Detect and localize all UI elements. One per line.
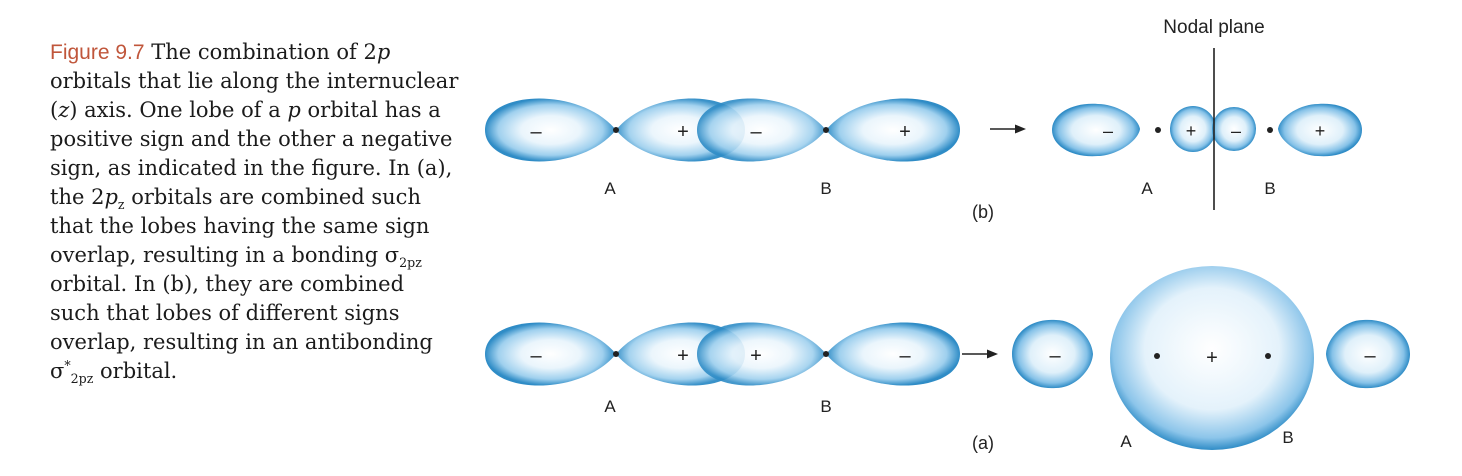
a-left-sign-3: + (750, 345, 762, 367)
a-panel-label: (a) (972, 433, 994, 453)
a-right-sign-3: – (1364, 345, 1376, 367)
a-right-atom-b-label: B (1282, 428, 1293, 447)
b-right-sign-1: – (1103, 121, 1113, 141)
a-left-nucleus-a (613, 351, 619, 357)
b-left-lobe-3 (697, 98, 826, 162)
b-left-sign-3: – (750, 121, 762, 143)
a-right-nucleus-a (1154, 353, 1160, 359)
b-left-lobe-1 (485, 98, 616, 162)
b-left-atom-a-label: A (604, 179, 616, 198)
figure-label: Figure 9.7 (50, 41, 145, 64)
a-right-nucleus-b (1265, 353, 1271, 359)
b-left-nucleus-a (613, 127, 619, 133)
a-right-sign-1: – (1049, 345, 1061, 367)
b-right-nucleus-b (1267, 127, 1273, 133)
a-left-sign-1: – (530, 345, 542, 367)
b-left-orbital-b (697, 98, 960, 162)
b-left-sign-1: – (530, 121, 542, 143)
b-left-lobe-4 (826, 98, 960, 162)
b-right-sign-4: + (1315, 121, 1326, 141)
caption-text: The combination of 2p orbitals that lie … (50, 40, 459, 387)
a-left-atom-b-label: B (820, 397, 831, 416)
b-right-sign-3: – (1231, 121, 1241, 141)
a-left-sign-2: + (677, 345, 689, 367)
a-left-lobe-4 (826, 322, 960, 386)
b-left-sign-2: + (677, 121, 689, 143)
a-right-central-lobe (1110, 266, 1314, 450)
a-left-nucleus-b (823, 351, 829, 357)
b-right-lobe-2 (1170, 106, 1216, 152)
a-right-atom-a-label: A (1120, 432, 1132, 451)
b-right-atom-b-label: B (1264, 179, 1275, 198)
b-right-nucleus-a (1155, 127, 1161, 133)
b-right-lobe-4 (1278, 103, 1362, 157)
a-left-atom-a-label: A (604, 397, 616, 416)
b-left-sign-4: + (899, 121, 911, 143)
a-left-sign-4: – (899, 345, 911, 367)
a-left-lobe-3 (697, 322, 826, 386)
b-left-nucleus-b (823, 127, 829, 133)
a-reaction-arrow (962, 349, 998, 359)
nodal-plane-label: Nodal plane (1163, 17, 1264, 38)
figure-caption: Figure 9.7 The combination of 2p orbital… (50, 38, 460, 386)
b-left-atom-b-label: B (820, 179, 831, 198)
b-right-lobe-3 (1212, 107, 1256, 151)
b-reaction-arrow (990, 124, 1026, 134)
b-panel-label: (b) (972, 202, 994, 222)
b-right-sign-2: + (1186, 121, 1197, 141)
a-right-lobe-3 (1326, 319, 1410, 389)
a-left-orbital-b (697, 322, 960, 386)
b-right-lobe-1 (1052, 103, 1140, 157)
a-right-lobe-1 (1012, 319, 1093, 389)
b-right-atom-a-label: A (1141, 179, 1153, 198)
a-left-lobe-1 (485, 322, 616, 386)
a-right-sign-2: + (1206, 347, 1218, 369)
